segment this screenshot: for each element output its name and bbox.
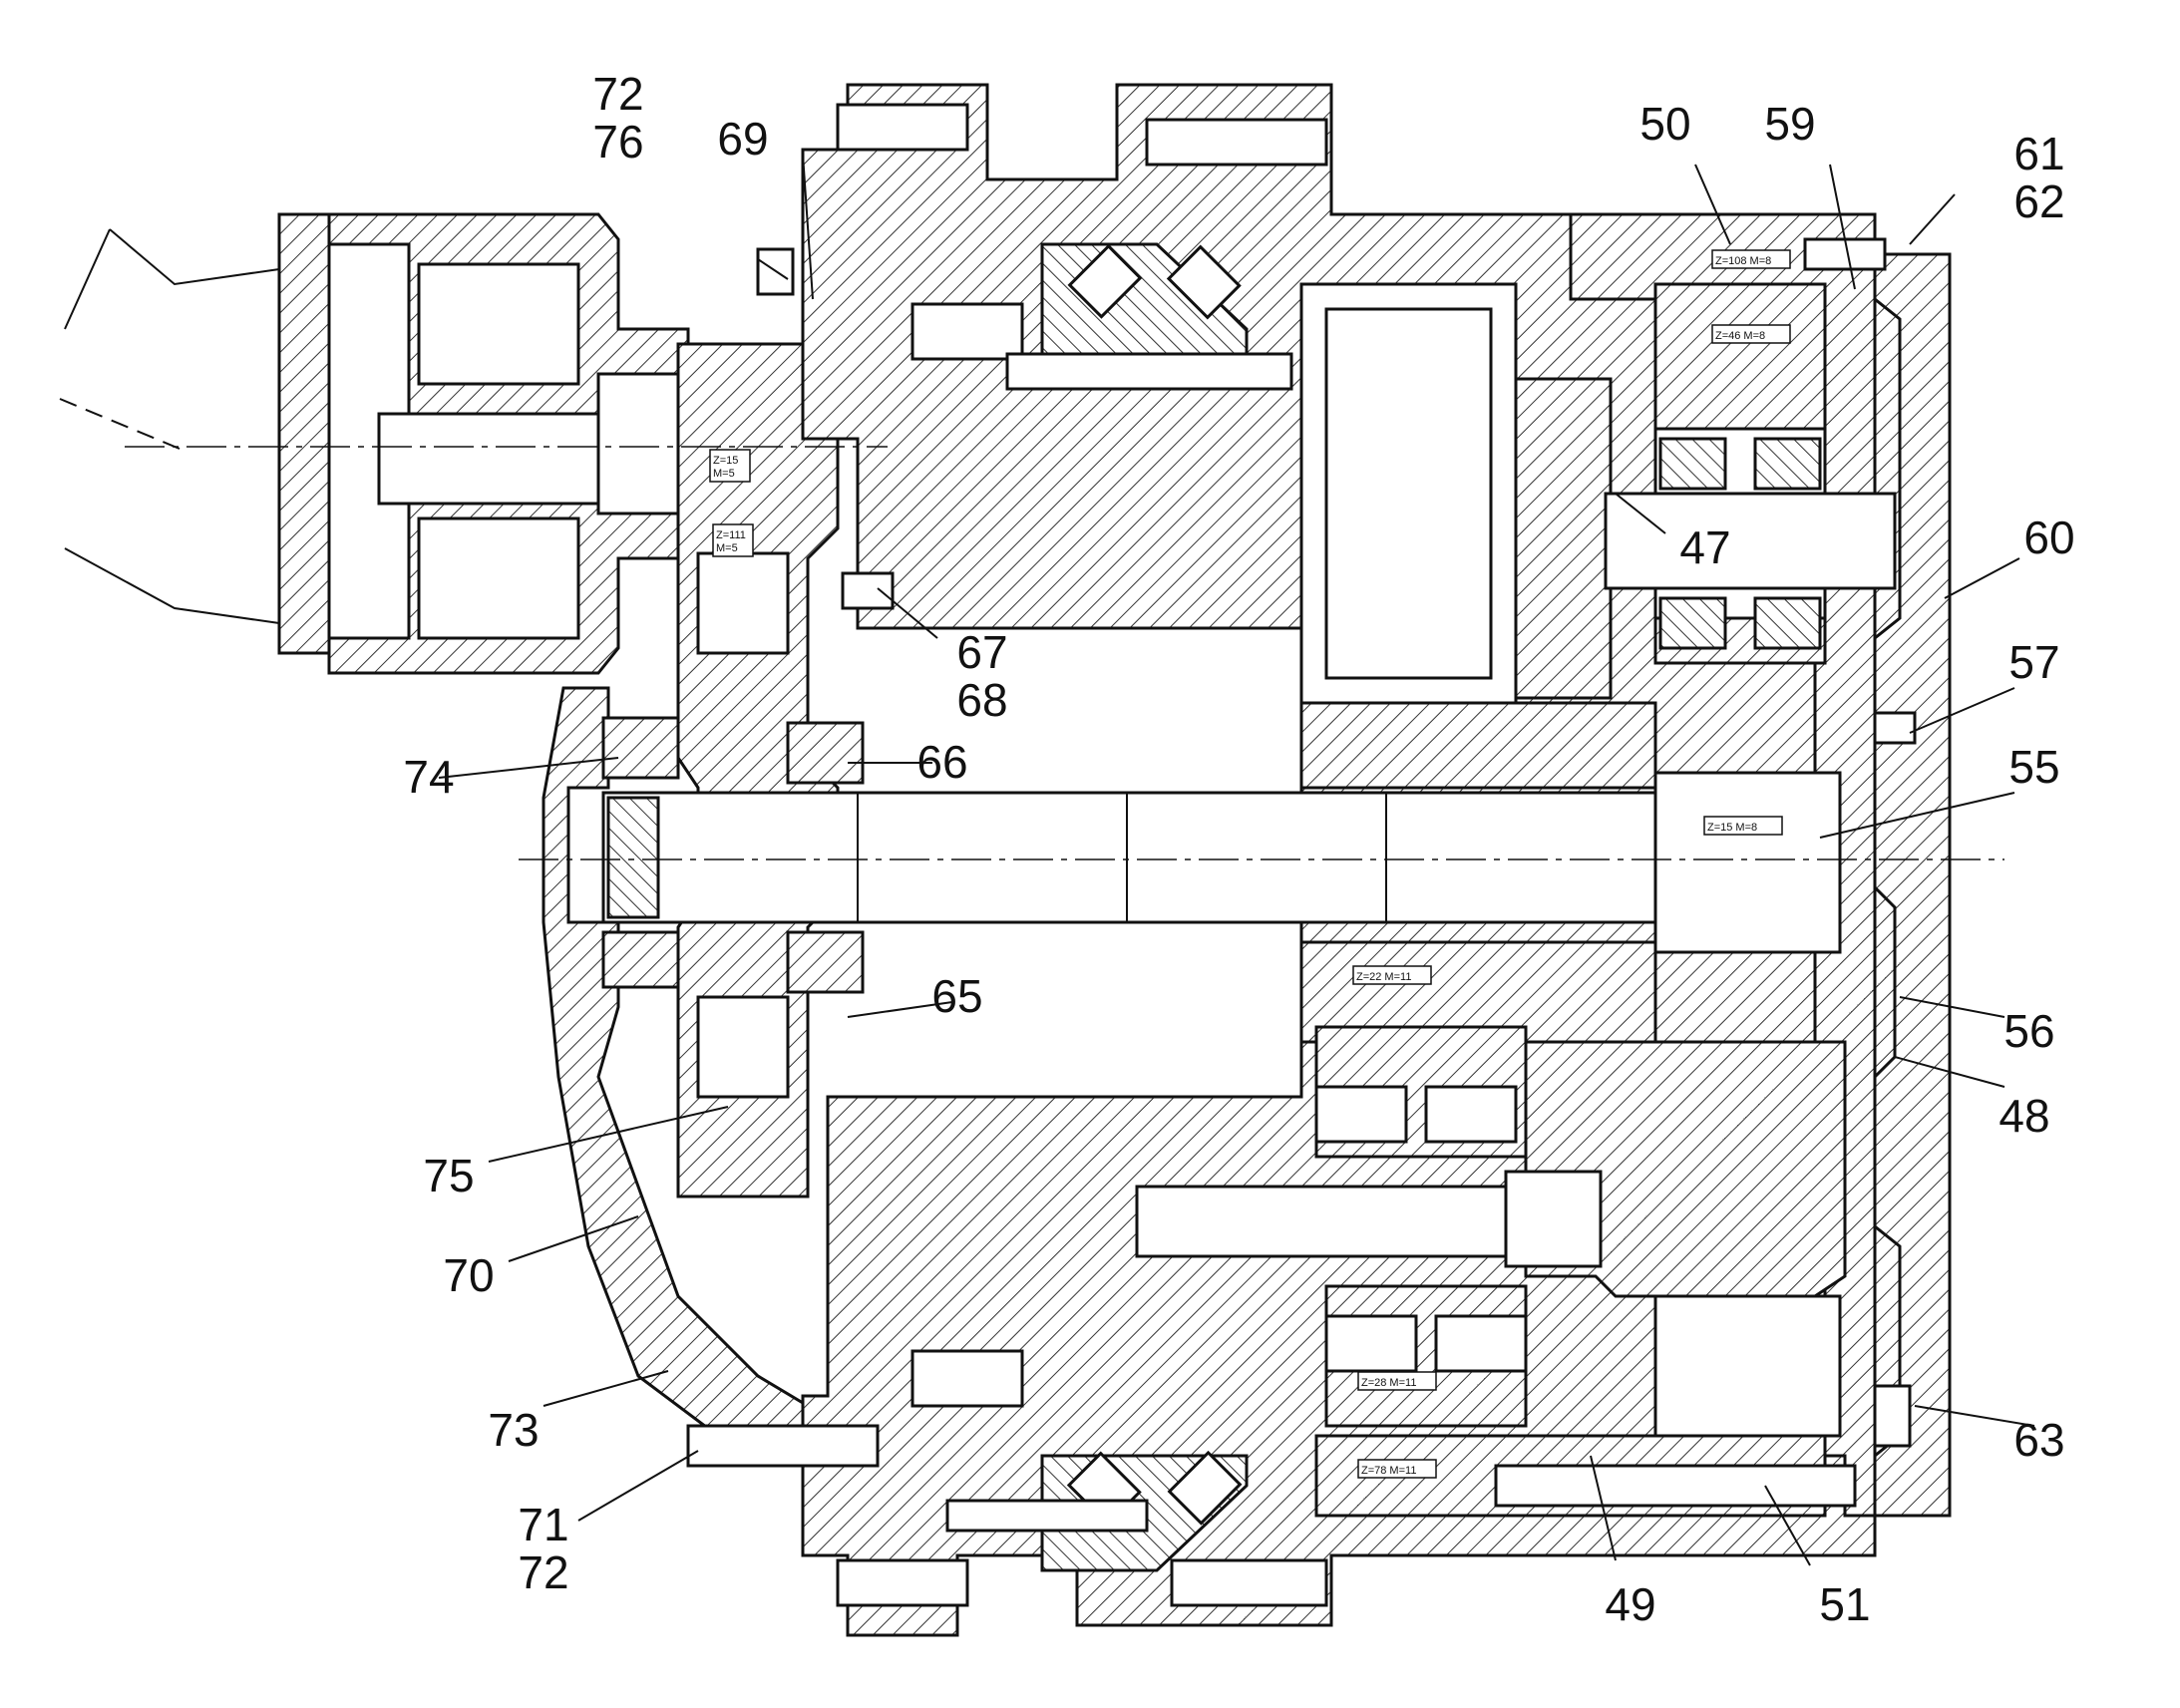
gear-tag-g-z22: Z=22 M=11 [1356,971,1411,983]
ref-numeral-65: 65 [931,970,982,1022]
ref-numeral-56: 56 [2003,1005,2054,1057]
gear-tag-box-g-z15m5 [709,449,751,483]
ref-numeral-51: 51 [1819,1578,1870,1630]
gear-tag-box-g-z22 [1352,965,1432,985]
gear-tag-g-z46: Z=46 M=8 [1715,330,1765,342]
leader-lines [438,154,2035,1566]
ref-numeral-73: 73 [488,1404,539,1456]
gear-tag-box-g-z28 [1357,1371,1437,1391]
gear-tag-box-g-z108 [1711,249,1791,269]
ref-numeral-49: 49 [1605,1578,1655,1630]
ref-numeral-57: 57 [2008,636,2059,688]
ref-numeral-66: 66 [916,736,967,788]
ref-numeral-47: 47 [1679,521,1730,573]
ref-numeral-63: 63 [2013,1414,2064,1466]
gear-tag-box-g-z111 [712,523,754,557]
ref-numeral-75: 75 [423,1150,474,1201]
ref-numeral-69: 69 [717,113,768,165]
ref-numeral-50: 50 [1639,98,1690,150]
gear-tag-box-g-z46 [1711,324,1791,344]
gear-tag-box-g-z15m8 [1703,816,1783,836]
ref-numeral-60: 60 [2023,512,2074,563]
gear-tag-g-z28: Z=28 M=11 [1361,1377,1416,1389]
ref-numeral-74: 74 [403,751,454,803]
ref-numeral-59: 59 [1764,98,1815,150]
gear-tag-g-z15m8: Z=15 M=8 [1707,822,1757,834]
ref-numeral-48: 48 [1998,1090,2049,1142]
ref-numeral-55: 55 [2008,741,2059,793]
gear-tag-g-z78: Z=78 M=11 [1361,1465,1416,1477]
ref-numeral-70: 70 [443,1249,494,1301]
gear-tag-g-z108: Z=108 M=8 [1715,255,1771,267]
gear-tag-box-g-z78 [1357,1459,1437,1479]
